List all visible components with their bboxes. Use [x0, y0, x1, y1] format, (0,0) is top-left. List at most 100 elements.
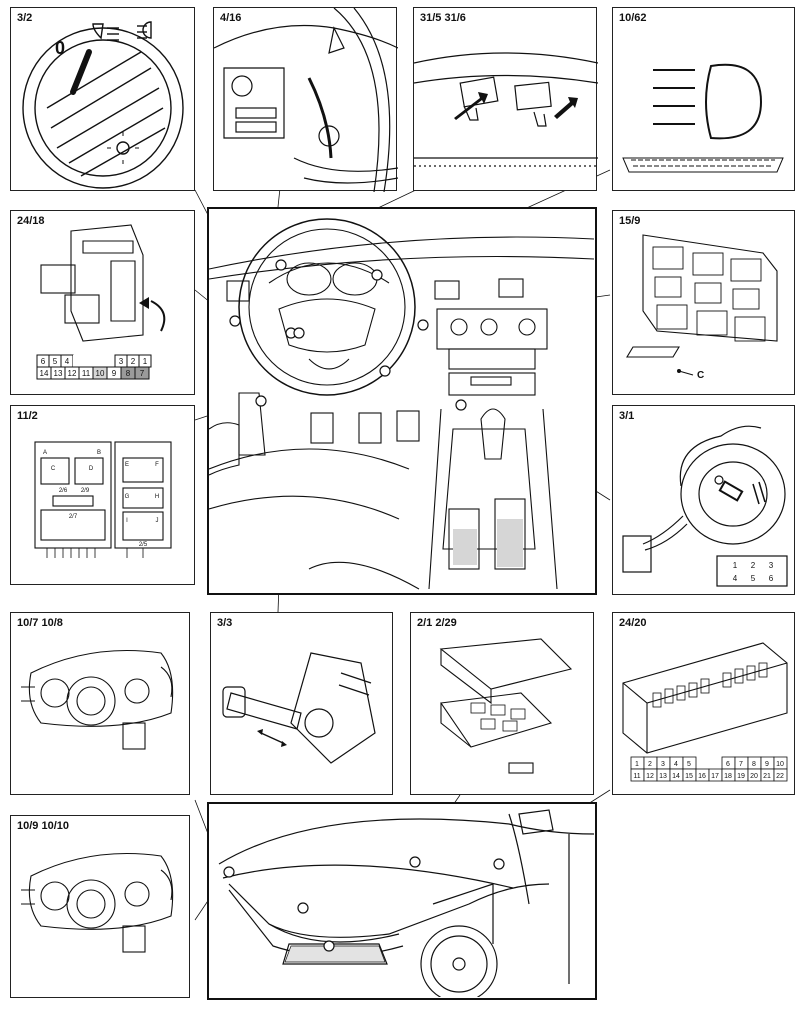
- panel-connector-22pin: 1 2 3 4 5 6 7 8 9 10 11 12 13 14 15 16 1…: [612, 612, 795, 795]
- pin-5-label: 5: [751, 574, 756, 583]
- panel-label: 10/7 10/8: [17, 617, 63, 629]
- relay-26-label: 2/6: [59, 488, 68, 494]
- panel-engine-fuse-box: 2/1 2/29: [410, 612, 594, 795]
- pin-label: 14: [40, 369, 49, 378]
- relay-i-label: I: [126, 518, 128, 524]
- relay-c-label: C: [51, 466, 56, 472]
- switch-position-zero: 0: [55, 38, 66, 58]
- pin-2-label: 2: [751, 561, 756, 570]
- relay-a-label: A: [43, 450, 47, 456]
- light-switch-drawing: [22, 21, 184, 189]
- pin-label: 10: [776, 761, 784, 768]
- interior-drawing: [208, 218, 595, 590]
- pin-label: 4: [674, 761, 678, 768]
- panel-label: 15/9: [619, 215, 641, 227]
- pin-label: 9: [112, 369, 117, 378]
- pin-label: 3: [119, 357, 124, 366]
- panel-central-module: 6 5 4 3 2 1 14 13 12 11 10 9 8 7 24/18: [10, 210, 195, 395]
- panel-label: 10/62: [619, 12, 647, 24]
- headlamp-upper-drawing: [21, 649, 174, 750]
- pin-label: 16: [698, 773, 706, 780]
- panel-label: 24/20: [619, 617, 647, 629]
- pin-label: 12: [646, 773, 654, 780]
- pin-label: 1: [143, 357, 148, 366]
- stalk-switch-drawing: [222, 652, 376, 764]
- panel-headlight-indicator: 10/62: [612, 7, 795, 191]
- pin-label: 8: [126, 369, 131, 378]
- panel-headlamp-lower: 10/9 10/10: [10, 815, 190, 998]
- main-exterior-view: [207, 802, 597, 1003]
- panel-fuse-box: 15/9 C: [612, 210, 795, 395]
- pin-6-label: 6: [769, 574, 774, 583]
- panel-label: 11/2: [17, 410, 38, 422]
- relay-b-label: B: [97, 450, 101, 456]
- pin-label: 22: [776, 773, 784, 780]
- relay-e-label: E: [125, 462, 129, 468]
- pin-label: 13: [54, 369, 63, 378]
- pin-label: 7: [140, 369, 145, 378]
- pin-label: 9: [765, 761, 769, 768]
- pin-4-label: 4: [733, 574, 738, 583]
- relay-h-label: H: [155, 494, 159, 500]
- panel-light-switch: 3/2 0: [10, 7, 195, 191]
- pin-label: 19: [737, 773, 745, 780]
- pin-label: 21: [763, 773, 771, 780]
- engine-fuse-box-drawing: [439, 638, 573, 774]
- panel-headlamp-upper: 10/7 10/8: [10, 612, 190, 795]
- pin-label: 5: [53, 357, 58, 366]
- relay-25-label: 2/5: [139, 542, 148, 548]
- panel-rotary-switch: 1 2 3 4 5 6 3/1: [612, 405, 795, 595]
- pin-label: 12: [68, 369, 77, 378]
- pin-1-label: 1: [733, 561, 738, 570]
- panel-label: 2/1 2/29: [417, 617, 457, 629]
- pin-label: 20: [750, 773, 758, 780]
- connector-cell: [773, 768, 788, 782]
- relay-g-label: G: [125, 494, 130, 500]
- panel-label: 3/3: [217, 617, 233, 629]
- pin-label: 11: [633, 773, 640, 780]
- pin-label: 17: [711, 773, 719, 780]
- exterior-drawing: [218, 809, 595, 1003]
- relay-box-drawing: A B C D E F G H I J 2/6 2/9 2/7 2/5: [34, 441, 172, 558]
- pin-label: 2: [131, 357, 136, 366]
- pin-label: 18: [724, 773, 732, 780]
- pin-label: 2: [648, 761, 652, 768]
- fuse-box-drawing: [626, 234, 778, 376]
- pin-label: 6: [726, 761, 730, 768]
- connector-c-label: C: [697, 370, 705, 381]
- headlamp-lower-drawing: [21, 852, 174, 953]
- panel-label: 10/9 10/10: [17, 820, 69, 832]
- panel-bulb-holders: 31/5 31/6: [413, 7, 598, 191]
- bulb-holders-drawing: [414, 52, 598, 167]
- panel-label: 31/5 31/6: [420, 12, 466, 24]
- panel-label: 4/16: [220, 12, 242, 24]
- relay-27-label: 2/7: [69, 514, 78, 520]
- pin-label: 4: [65, 357, 70, 366]
- rotary-switch-drawing: 1 2 3 4 5 6: [622, 425, 788, 587]
- relay-j-label: J: [156, 518, 159, 524]
- panel-relay-box: A B C D E F G H I J 2/6 2/9 2/7 2/5 11/2: [10, 405, 195, 585]
- panel-label: 3/1: [619, 410, 635, 422]
- pin-3-label: 3: [769, 561, 774, 570]
- dashboard-detail-drawing: [214, 8, 398, 192]
- pin-label: 3: [661, 761, 665, 768]
- pin-label: 15: [685, 773, 693, 780]
- main-interior-view: [207, 207, 597, 595]
- pin-label: 13: [659, 773, 667, 780]
- panel-label: 3/2: [17, 12, 33, 24]
- connector-22pin-drawing: 1 2 3 4 5 6 7 8 9 10 11 12 13 14 15 16 1…: [622, 642, 788, 782]
- relay-f-label: F: [155, 462, 159, 468]
- relay-d-label: D: [89, 466, 94, 472]
- pin-label: 5: [687, 761, 691, 768]
- pin-label: 6: [41, 357, 46, 366]
- pin-label: 8: [752, 761, 756, 768]
- pin-label: 14: [672, 773, 680, 780]
- panel-label: 24/18: [17, 215, 45, 227]
- pin-label: 7: [739, 761, 743, 768]
- pin-label: 10: [96, 369, 105, 378]
- relay-29-label: 2/9: [81, 488, 90, 494]
- panel-dashboard-detail: 4/16: [213, 7, 398, 192]
- headlight-indicator-drawing: [622, 63, 784, 173]
- pin-label: 1: [635, 761, 639, 768]
- pin-label: 11: [82, 369, 91, 378]
